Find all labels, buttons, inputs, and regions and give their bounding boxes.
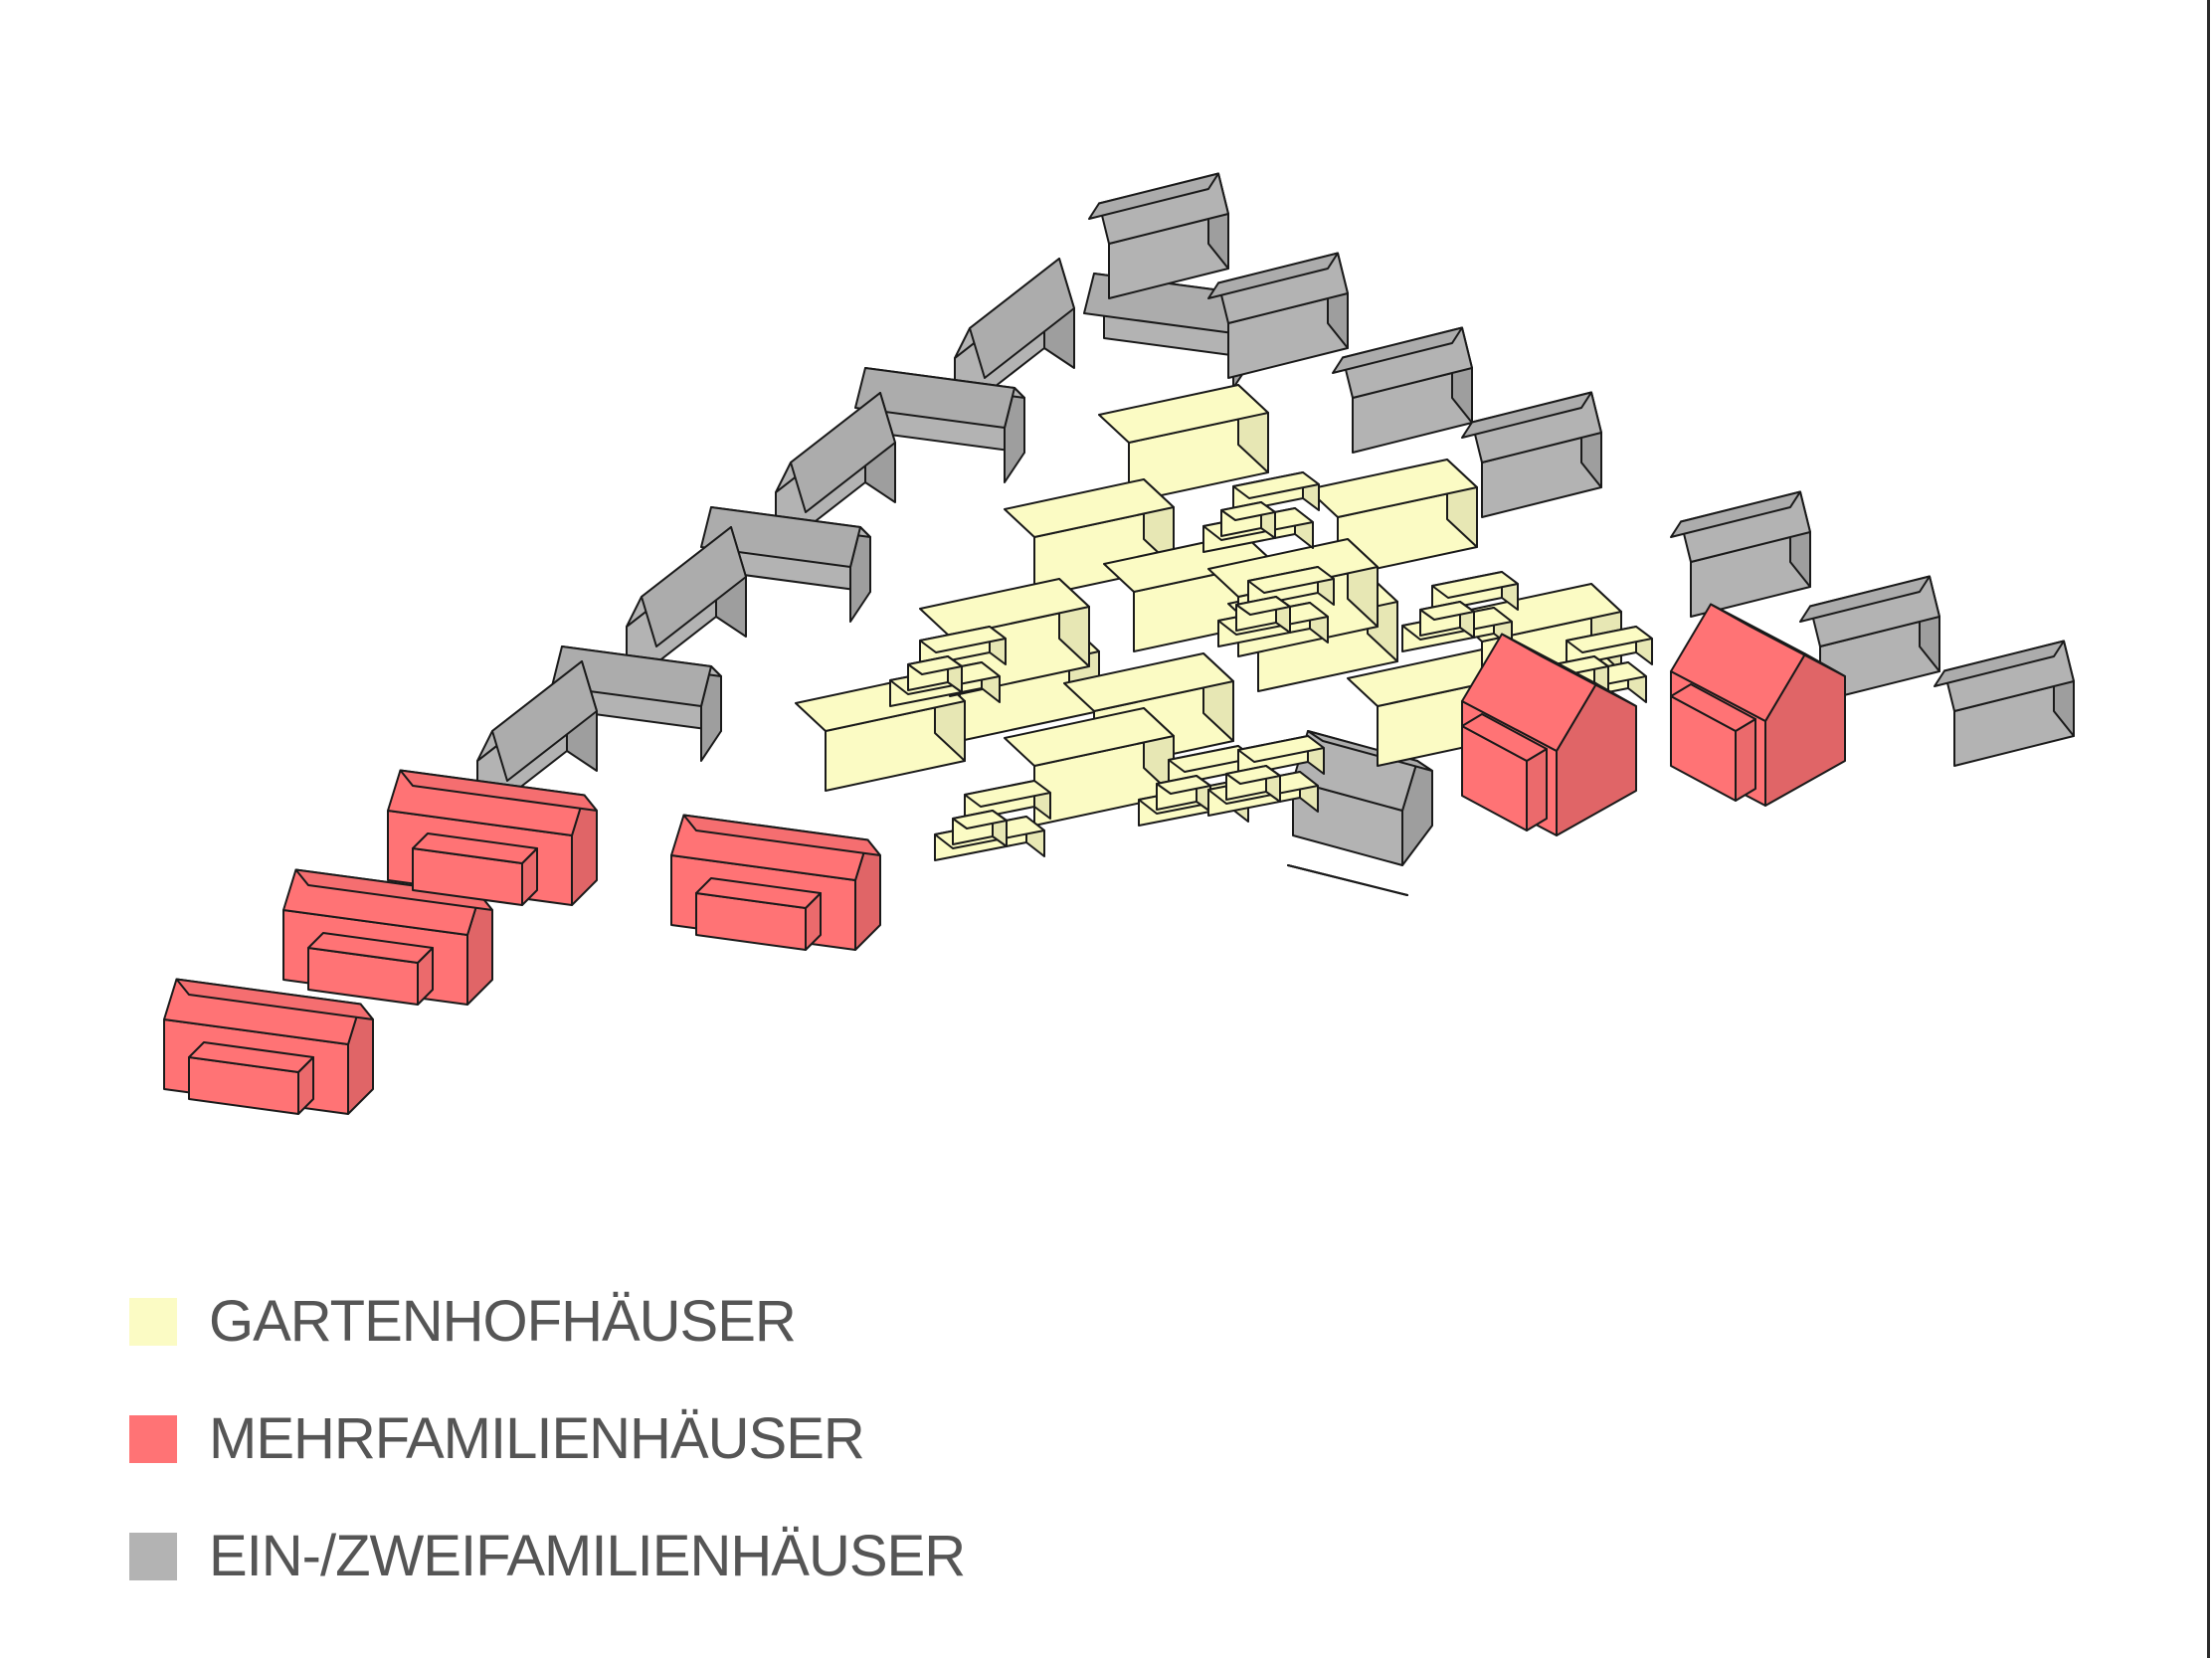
house-garten-z-8-link-top xyxy=(1225,765,1281,785)
legend-swatch-ein-zweifamilienhaeuser xyxy=(129,1533,177,1580)
house-single-far-2-roof-back xyxy=(1799,575,1931,623)
house-mehr-right-2-annex-side xyxy=(1735,718,1756,802)
legend-item-gartenhofhaeuser: GARTENHOFHÄUSER xyxy=(129,1293,965,1351)
house-single-g-5-roof-back xyxy=(641,526,747,647)
house-garten-z-3-link-top xyxy=(1419,601,1475,621)
house-mehr-right-1-roof-back xyxy=(1501,633,1637,707)
house-mehr-right-2-roof-back xyxy=(1710,603,1846,677)
house-garten-z-4-wing-b-top xyxy=(1566,626,1653,653)
house-single-r-2-roof-back xyxy=(1332,326,1463,374)
placeholder-hidden-roof-back xyxy=(1287,864,1408,896)
house-garten-z-8-wing-b-top xyxy=(1237,735,1325,763)
house-garten-z-6-link-top xyxy=(952,810,1008,829)
house-garten-box-10-top xyxy=(919,578,1090,638)
house-garten-z-5-wing-b-top xyxy=(919,626,1007,653)
house-mehr-right-2-annex-top xyxy=(1670,683,1756,732)
house-single-far-1-roof-back xyxy=(1670,490,1801,538)
house-single-l-4-roof-back xyxy=(700,506,861,568)
house-mehr-left-4-roof-back xyxy=(682,814,881,856)
house-mehr-left-1-annex-top xyxy=(188,1041,314,1073)
house-garten-box-11-top xyxy=(1004,707,1175,767)
legend-item-mehrfamilienhaeuser: MEHRFAMILIENHÄUSER xyxy=(129,1410,965,1468)
house-garten-z-2-link-top xyxy=(1235,596,1291,616)
house-mehr-left-4-annex-top xyxy=(695,877,822,909)
house-mehr-right-1-annex-side xyxy=(1526,748,1548,831)
house-mehr-left-3-roof-back xyxy=(399,769,598,812)
house-garten-z-3-wing-b-top xyxy=(1431,571,1519,599)
legend: GARTENHOFHÄUSER MEHRFAMILIENHÄUSER EIN-/… xyxy=(129,1293,966,1645)
house-garten-box-1-top xyxy=(1098,384,1269,444)
house-garten-z-1-link-top xyxy=(1220,501,1276,521)
house-single-r-1-roof-back xyxy=(1207,252,1339,299)
house-garten-z-7-link-top xyxy=(1156,775,1211,795)
house-garten-z-2-wing-b-top xyxy=(1247,566,1335,594)
house-mehr-left-2-annex-top xyxy=(307,932,434,964)
legend-swatch-mehrfamilienhaeuser xyxy=(129,1415,177,1463)
house-single-far-3-roof-back xyxy=(1934,640,2065,687)
legend-label-gartenhofhaeuser: GARTENHOFHÄUSER xyxy=(209,1289,797,1354)
legend-swatch-gartenhofhaeuser xyxy=(129,1298,177,1346)
house-single-r-0-roof-back xyxy=(1088,172,1219,220)
right-border-line xyxy=(2207,0,2210,1658)
house-single-g-3-roof-back xyxy=(790,392,896,513)
house-garten-box-2-top xyxy=(1004,478,1175,538)
house-single-g-7-roof-back xyxy=(491,660,598,782)
legend-label-mehrfamilienhaeuser: MEHRFAMILIENHÄUSER xyxy=(209,1406,865,1471)
house-garten-z-6-wing-b-top xyxy=(964,780,1051,808)
house-garten-box-7-top xyxy=(1063,652,1234,712)
house-single-g-1-roof-back xyxy=(969,258,1075,379)
house-mehr-left-3-annex-top xyxy=(412,832,538,864)
legend-label-ein-zweifamilienhaeuser: EIN-/ZWEIFAMILIENHÄUSER xyxy=(209,1524,966,1588)
house-garten-z-1-wing-b-top xyxy=(1232,471,1320,499)
house-single-l-2-roof-back xyxy=(854,367,1015,429)
house-mehr-right-1-annex-top xyxy=(1461,713,1548,762)
house-garten-z-5-link-top xyxy=(907,655,963,675)
house-single-r-3-roof-back xyxy=(1461,391,1592,439)
legend-item-ein-zweifamilienhaeuser: EIN-/ZWEIFAMILIENHÄUSER xyxy=(129,1524,966,1588)
house-mehr-left-1-roof-back xyxy=(175,978,374,1020)
